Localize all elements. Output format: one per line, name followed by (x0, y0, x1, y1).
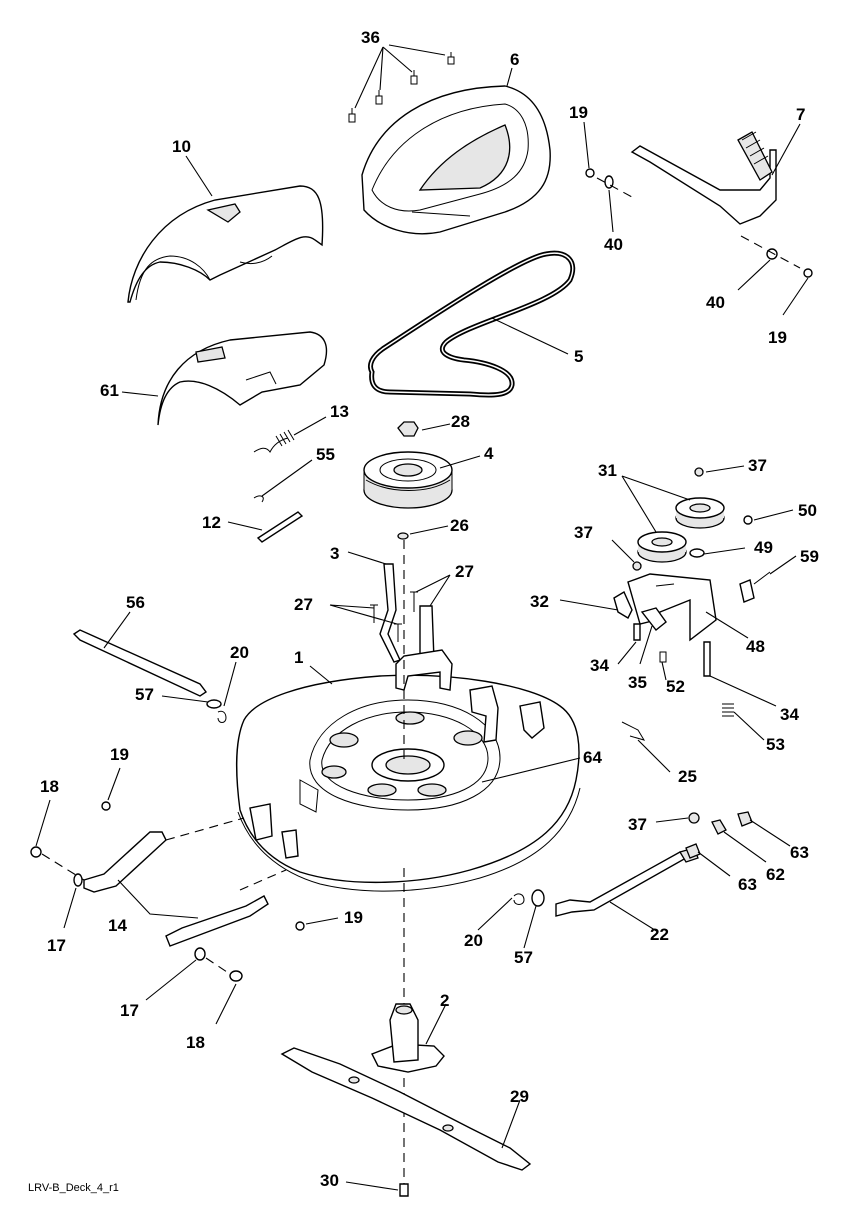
part-17-18-left (30, 846, 243, 982)
callout-13: 13 (330, 402, 349, 421)
callout-37: 37 (628, 815, 647, 834)
part-1-mower-deck (236, 649, 581, 892)
part-10-chute-cover (127, 185, 324, 303)
callout-28: 28 (451, 412, 470, 431)
part-25-clip (621, 721, 646, 741)
callout-62: 62 (766, 865, 785, 884)
part-4-pulley (363, 451, 453, 509)
part-19-40-upper-hardware (585, 168, 813, 278)
part-29-blade (280, 1047, 532, 1171)
callout-20: 20 (230, 643, 249, 662)
part-3-rod (379, 563, 401, 663)
part-37-49-50-hardware (632, 467, 753, 571)
callout-5: 5 (574, 347, 583, 366)
part-31-idler-pulleys (637, 497, 725, 563)
callout-26: 26 (450, 516, 469, 535)
callout-40: 40 (604, 235, 623, 254)
callout-2: 2 (440, 991, 449, 1010)
callout-10: 10 (172, 137, 191, 156)
part-5-drive-belt (368, 250, 576, 398)
part-7-engagement-lever (630, 131, 777, 225)
callout-14: 14 (108, 916, 127, 935)
part-48-bracket (627, 573, 717, 642)
part-22-rod (555, 847, 699, 917)
part-6-top-cover (361, 85, 551, 235)
callout-18: 18 (186, 1033, 205, 1052)
part-32-plate (613, 590, 633, 619)
part-53-spring (722, 703, 734, 717)
callout-48: 48 (746, 637, 765, 656)
callout-3: 3 (330, 544, 339, 563)
callout-17: 17 (120, 1001, 139, 1020)
part-35-52-clip (640, 607, 667, 663)
callout-29: 29 (510, 1087, 529, 1106)
part-2-spindle (371, 1003, 445, 1073)
part-36-screws (348, 52, 455, 123)
callout-63: 63 (738, 875, 757, 894)
callout-labels: 36 6 19 7 10 40 40 19 5 61 13 28 55 4 31… (40, 28, 819, 1190)
callout-40: 40 (706, 293, 725, 312)
part-14-link-upper (83, 831, 167, 893)
callout-57: 57 (514, 948, 533, 967)
callout-19: 19 (768, 328, 787, 347)
callout-27: 27 (455, 562, 474, 581)
part-59-spring-bracket (739, 571, 771, 603)
callout-34: 34 (780, 705, 799, 724)
part-14-link-lower (165, 895, 269, 947)
callout-1: 1 (294, 648, 303, 667)
callout-20: 20 (464, 931, 483, 950)
callout-27: 27 (294, 595, 313, 614)
part-19-left-nuts (101, 801, 305, 931)
callout-12: 12 (202, 513, 221, 532)
part-20-57-left-hardware (206, 699, 227, 723)
callout-19: 19 (344, 908, 363, 927)
callout-25: 25 (678, 767, 697, 786)
callout-22: 22 (650, 925, 669, 944)
callout-49: 49 (754, 538, 773, 557)
part-13-spring (253, 429, 295, 453)
part-26-washer (397, 532, 409, 540)
part-20-57-right-hardware (513, 889, 545, 907)
part-28-nut (397, 421, 419, 437)
callout-64: 64 (583, 748, 602, 767)
callout-61: 61 (100, 381, 119, 400)
part-12-rod (256, 511, 304, 543)
callout-37: 37 (574, 523, 593, 542)
part-55-pin (253, 495, 264, 503)
callout-50: 50 (798, 501, 817, 520)
callout-19: 19 (110, 745, 129, 764)
callout-31: 31 (598, 461, 617, 480)
callout-57: 57 (135, 685, 154, 704)
callout-32: 32 (530, 592, 549, 611)
part-56-rod (72, 629, 208, 697)
callout-18: 18 (40, 777, 59, 796)
callout-36: 36 (361, 28, 380, 47)
part-61-cover (157, 331, 328, 426)
callout-37: 37 (748, 456, 767, 475)
callout-56: 56 (126, 593, 145, 612)
callout-34: 34 (590, 656, 609, 675)
callout-4: 4 (484, 444, 494, 463)
callout-30: 30 (320, 1171, 339, 1190)
callout-17: 17 (47, 936, 66, 955)
diagram-caption: LRV-B_Deck_4_r1 (28, 1182, 119, 1194)
callout-55: 55 (316, 445, 335, 464)
callout-19: 19 (569, 103, 588, 122)
callout-53: 53 (766, 735, 785, 754)
callout-52: 52 (666, 677, 685, 696)
callout-6: 6 (510, 50, 519, 69)
part-37-62-63-nuts (685, 811, 753, 859)
part-30-bolt (399, 1183, 409, 1197)
callout-7: 7 (796, 105, 805, 124)
callout-35: 35 (628, 673, 647, 692)
callout-59: 59 (800, 547, 819, 566)
callout-63: 63 (790, 843, 809, 862)
